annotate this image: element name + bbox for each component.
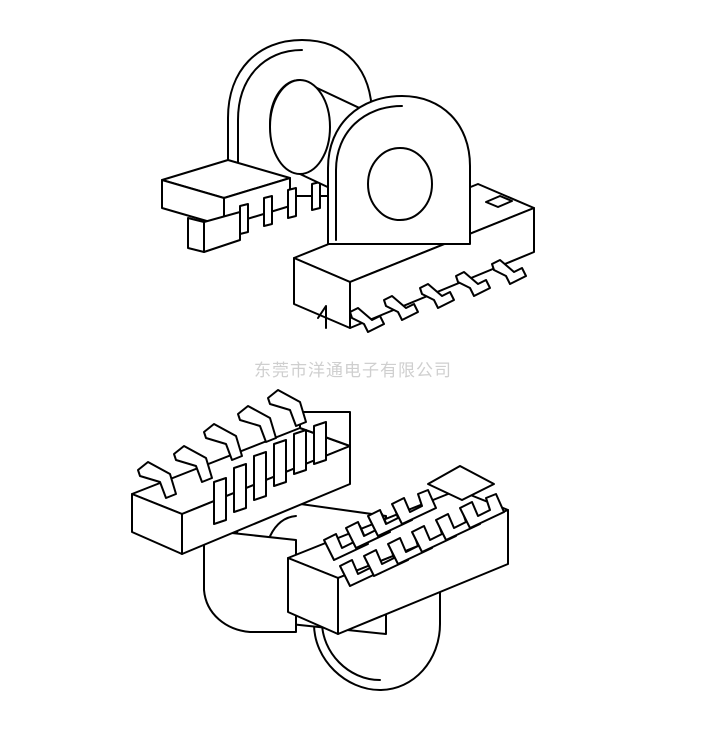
rear-terminal-slots (239, 181, 321, 235)
bobbin-top-view (161, 39, 535, 333)
front-flange-edge (335, 105, 403, 241)
bobbin-bottom-view (131, 389, 509, 691)
smd-pins-top (349, 259, 527, 333)
company-watermark: 东莞市洋通电子有限公司 (254, 361, 452, 381)
lower-flange-rim (321, 621, 381, 681)
winding-core-end (269, 79, 331, 175)
center-hole (367, 147, 433, 221)
rear-flange-edge (237, 49, 303, 191)
left-slots (213, 421, 327, 525)
smd-pins-bottom-left (137, 389, 307, 499)
upper-flange (203, 529, 297, 633)
right-pins-inner (323, 489, 505, 587)
